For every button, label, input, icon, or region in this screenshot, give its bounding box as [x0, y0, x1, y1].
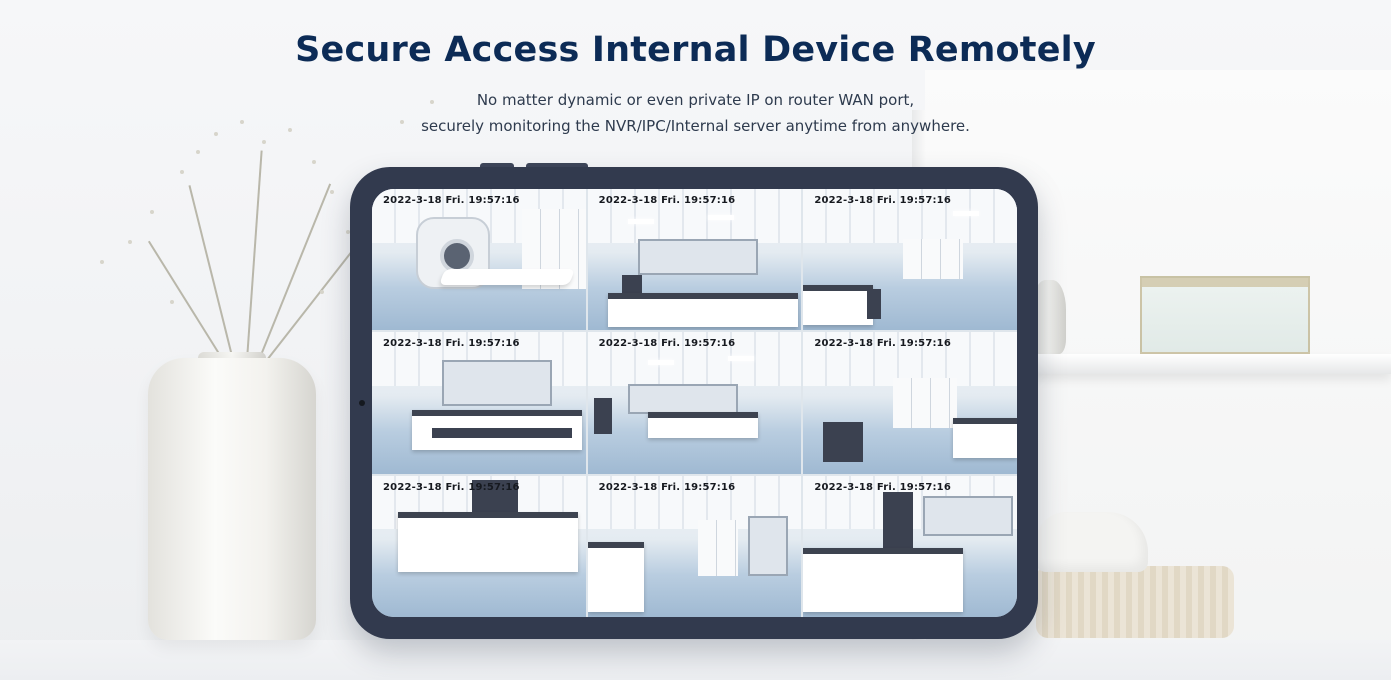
flower-stem — [147, 240, 224, 361]
blossom — [262, 140, 266, 144]
flower-stem — [258, 183, 332, 361]
ct-bed — [439, 269, 575, 285]
blossom — [240, 120, 244, 124]
woven-basket-image — [1036, 566, 1234, 638]
lab-chairs — [823, 422, 864, 463]
bench-drawers — [432, 428, 572, 439]
blossom — [170, 300, 174, 304]
fume-hood — [627, 384, 738, 415]
camera-feed-tile[interactable]: 2022-3-18 Fri. 19:57:16 — [803, 189, 1017, 331]
lab-bench — [398, 511, 578, 572]
glass-terrarium-image — [1140, 276, 1310, 354]
page-subtitle-line-2: securely monitoring the NVR/IPC/Internal… — [421, 117, 970, 135]
lab-equipment — [883, 491, 914, 552]
lab-bench — [803, 285, 874, 325]
ceiling — [587, 189, 802, 243]
blossom — [180, 170, 184, 174]
camera-feed-tile[interactable]: 2022-3-18 Fri. 19:57:16 — [803, 332, 1017, 474]
camera-feed-tile[interactable]: 2022-3-18 Fri. 19:57:16 — [587, 189, 802, 331]
blossom — [312, 160, 316, 164]
reagent-shelf — [442, 360, 552, 407]
blossom — [430, 100, 434, 104]
camera-timestamp: 2022-3-18 Fri. 19:57:16 — [598, 481, 736, 493]
flower-stem — [266, 241, 361, 361]
cabinet — [903, 239, 964, 279]
equipment-cabinet — [747, 515, 788, 576]
blossom — [400, 120, 404, 124]
camera-timestamp: 2022-3-18 Fri. 19:57:16 — [814, 195, 951, 206]
lab-cart — [587, 541, 644, 612]
blossom — [214, 132, 218, 136]
tablet-camera — [359, 400, 365, 406]
ceiling-light — [707, 215, 734, 220]
lab-bench — [953, 418, 1017, 459]
ceiling — [803, 332, 1017, 387]
ceiling-light — [727, 356, 754, 362]
reagent-shelf — [923, 495, 1014, 536]
camera-timestamp: 2022-3-18 Fri. 19:57:16 — [383, 481, 520, 493]
blossom — [288, 128, 292, 132]
flower-stem — [246, 150, 263, 361]
deer-figurine-image — [1036, 512, 1148, 572]
lab-chair — [867, 289, 882, 319]
camera-feed-tile[interactable]: 2022-3-18 Fri. 19:57:16 — [803, 475, 1017, 617]
ceiling — [587, 332, 802, 387]
ceiling — [803, 189, 1017, 243]
blossom — [128, 240, 132, 244]
camera-feed-tile[interactable]: 2022-3-18 Fri. 19:57:16 — [372, 475, 586, 617]
white-vase-image — [148, 358, 316, 640]
lab-bench — [803, 547, 964, 612]
blossom — [100, 260, 104, 264]
page-title: Secure Access Internal Device Remotely — [295, 30, 1096, 70]
ceiling-light — [953, 211, 980, 216]
camera-feed-tile[interactable]: 2022-3-18 Fri. 19:57:16 — [372, 189, 586, 331]
camera-feed-tile[interactable]: 2022-3-18 Fri. 19:57:16 — [372, 332, 586, 474]
blossom — [346, 230, 350, 234]
floor — [0, 640, 1391, 680]
tablet-power-button — [526, 163, 588, 168]
lab-door — [697, 519, 738, 576]
blossom — [196, 150, 200, 154]
camera-feed-tile[interactable]: 2022-3-18 Fri. 19:57:16 — [587, 475, 802, 617]
camera-timestamp: 2022-3-18 Fri. 19:57:16 — [383, 195, 520, 206]
fume-hood — [637, 239, 758, 275]
page-subtitle-line-1: No matter dynamic or even private IP on … — [476, 91, 915, 109]
camera-timestamp: 2022-3-18 Fri. 19:57:16 — [598, 195, 736, 206]
camera-grid: 2022-3-18 Fri. 19:57:16 2022-3-18 Fri. 1… — [372, 189, 1017, 617]
tablet-volume-button — [480, 163, 514, 168]
ceiling-light — [647, 360, 674, 366]
camera-timestamp: 2022-3-18 Fri. 19:57:16 — [598, 338, 736, 350]
blossom — [150, 210, 154, 214]
blossom — [320, 290, 324, 294]
camera-feed-tile[interactable]: 2022-3-18 Fri. 19:57:16 — [587, 332, 802, 474]
wall-shelf — [1030, 354, 1391, 374]
ceiling-light — [627, 219, 654, 224]
camera-timestamp: 2022-3-18 Fri. 19:57:16 — [814, 481, 951, 493]
lab-bench — [647, 412, 758, 439]
camera-timestamp: 2022-3-18 Fri. 19:57:16 — [383, 338, 520, 350]
lab-door — [893, 378, 958, 429]
lab-equipment — [593, 398, 612, 435]
flower-stem — [188, 185, 234, 361]
blossom — [330, 190, 334, 194]
camera-timestamp: 2022-3-18 Fri. 19:57:16 — [814, 338, 951, 350]
lab-bench — [607, 293, 798, 327]
